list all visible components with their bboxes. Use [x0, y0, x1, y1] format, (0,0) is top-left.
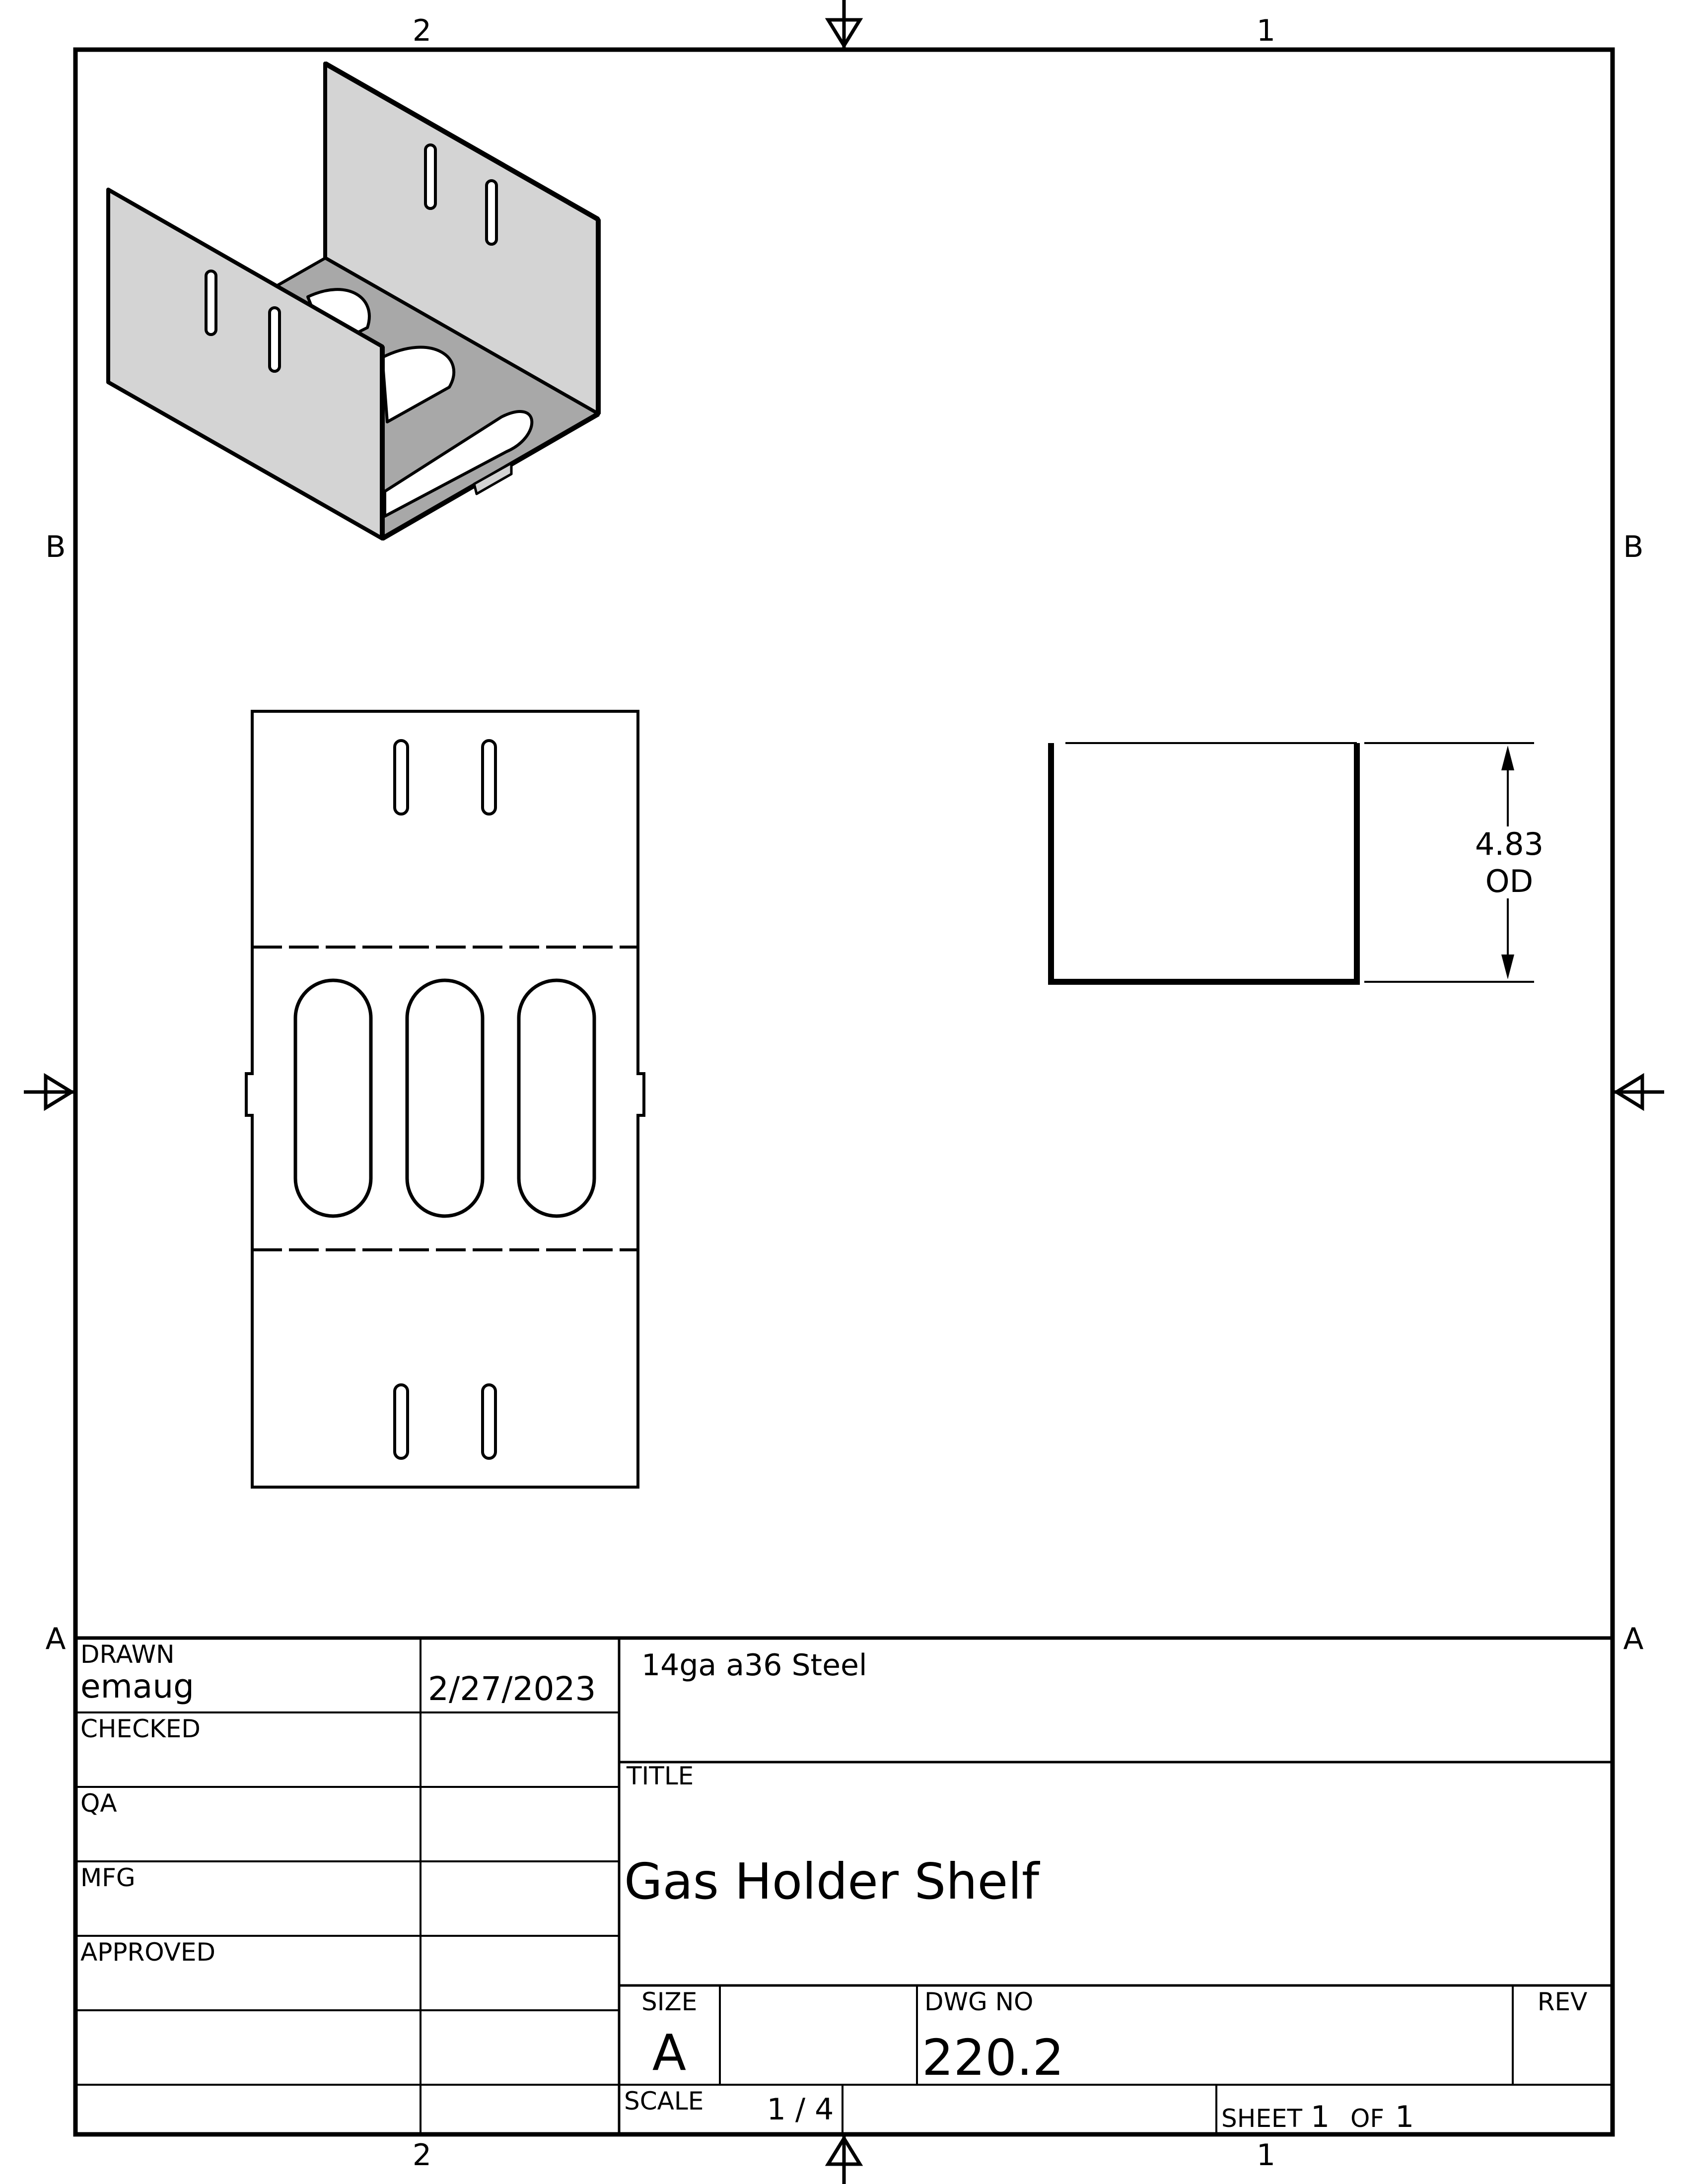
centering-mark-left — [24, 1073, 75, 1111]
zone-label-top-1: 1 — [1257, 13, 1275, 48]
iso-base-slot-front — [383, 410, 534, 518]
iso-slot-back-2 — [485, 179, 498, 246]
sheet-number: 1 — [1311, 2100, 1330, 2134]
size-value: A — [652, 2024, 686, 2082]
dimension-value: 4.83 — [1475, 826, 1544, 862]
dimension-arrow-bottom — [1501, 955, 1514, 979]
flat-oblong-hole-1 — [293, 978, 373, 1218]
dimension-qualifier: OD — [1485, 863, 1534, 899]
zone-label-top-2: 2 — [413, 13, 431, 48]
sheet-label: SHEET — [1221, 2104, 1303, 2133]
flat-slot-bottom-1 — [393, 1383, 409, 1460]
dwg-no-label: DWG NO — [924, 1987, 1033, 2016]
zone-label-bottom-1: 1 — [1257, 2138, 1275, 2173]
dimension-od — [1364, 742, 1534, 983]
scale-label: SCALE — [624, 2087, 703, 2116]
zone-label-right-b: B — [1623, 530, 1643, 564]
centering-mark-top — [825, 0, 863, 50]
zone-label-right-a: A — [1623, 1622, 1643, 1656]
drawn-by: emaug — [80, 1667, 194, 1706]
iso-slot-front-1 — [205, 270, 217, 336]
approved-label: APPROVED — [80, 1938, 215, 1967]
iso-back-top-edge — [324, 61, 600, 222]
flat-oblong-hole-2 — [405, 978, 485, 1218]
iso-slot-front-2 — [268, 306, 281, 373]
flat-slot-top-2 — [481, 739, 497, 816]
scale-value: 1 / 4 — [767, 2092, 834, 2127]
iso-slot-back-1 — [424, 143, 437, 210]
flat-slot-top-1 — [393, 739, 409, 816]
drawing-title: Gas Holder Shelf — [624, 1852, 1041, 1911]
isometric-view — [106, 61, 601, 541]
mfg-label: MFG — [80, 1863, 136, 1892]
of-label: OF — [1350, 2104, 1384, 2133]
drawn-label: DRAWN — [80, 1640, 175, 1669]
flat-slot-bottom-2 — [481, 1383, 497, 1460]
centering-mark-right — [1613, 1073, 1664, 1111]
qa-label: QA — [80, 1789, 117, 1818]
iso-base-slot-middle — [381, 345, 456, 423]
zone-label-left-b: B — [45, 530, 66, 564]
iso-base-tab — [473, 462, 513, 495]
zone-label-left-a: A — [45, 1622, 66, 1656]
dimension-arrow-top — [1501, 746, 1514, 770]
checked-label: CHECKED — [80, 1714, 201, 1743]
size-label: SIZE — [641, 1987, 697, 2016]
centering-mark-bottom — [825, 2134, 863, 2184]
flat-oblong-hole-3 — [517, 978, 596, 1218]
flat-pattern-outline — [245, 710, 645, 1489]
material-spec: 14ga a36 Steel — [641, 1648, 867, 1683]
dwg-no-value: 220.2 — [922, 2029, 1064, 2087]
drawn-date: 2/27/2023 — [428, 1670, 596, 1708]
sheet-total: 1 — [1395, 2100, 1414, 2134]
title-label: TITLE — [626, 1762, 694, 1790]
flat-pattern-view — [245, 710, 645, 1489]
title-block — [75, 1636, 1613, 2134]
side-profile — [1048, 743, 1360, 985]
rev-label: REV — [1538, 1987, 1588, 2016]
zone-label-bottom-2: 2 — [413, 2138, 431, 2173]
side-view — [1048, 742, 1360, 985]
